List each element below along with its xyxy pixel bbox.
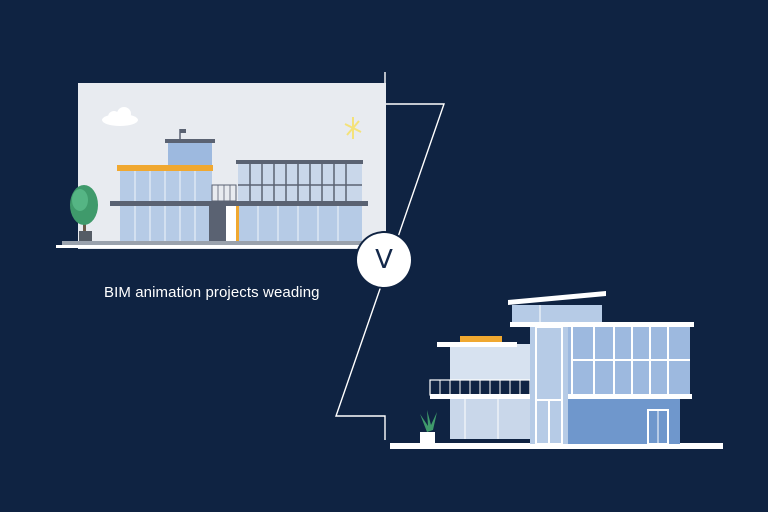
- tree-icon: [70, 185, 98, 241]
- sparkle-icon: [344, 117, 362, 139]
- project-caption: BIM animation projects weading: [104, 284, 320, 301]
- before-panel: [56, 83, 386, 249]
- after-building: [390, 291, 723, 449]
- versus-badge: V: [357, 233, 411, 287]
- potted-plant-icon: [420, 410, 437, 443]
- cloud-icon: [102, 107, 138, 126]
- versus-letter: V: [375, 245, 393, 275]
